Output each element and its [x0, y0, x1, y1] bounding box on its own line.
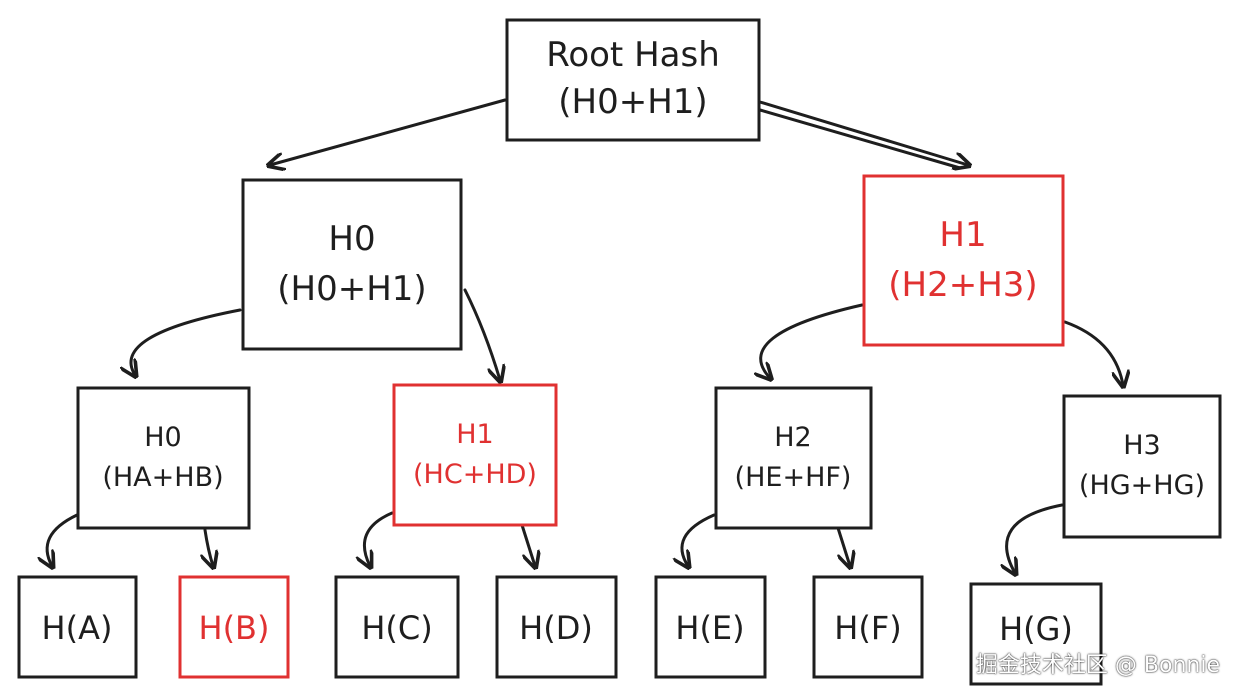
- node-title: H1: [939, 215, 986, 255]
- leaf-node-e: H(E): [654, 575, 767, 679]
- node-title: H(A): [42, 609, 113, 647]
- node-title: H2: [774, 422, 811, 453]
- edge-h0-to-l2-h1: [463, 288, 500, 380]
- node-title: H3: [1123, 430, 1160, 461]
- leaf-node-g: H(G): [969, 582, 1103, 686]
- h3-level2-node: H3 (HG+HG): [1062, 394, 1222, 539]
- node-subtitle: (HE+HF): [735, 462, 852, 493]
- edge-l2-h1-to-leaf-d: [520, 523, 535, 566]
- leaf-node-b: H(B): [178, 575, 290, 679]
- node-title: H(D): [519, 609, 593, 647]
- node-subtitle: (H0+H1): [558, 82, 707, 122]
- node-title: H(E): [675, 609, 744, 647]
- edge-l2-h2-to-leaf-e: [682, 513, 716, 566]
- h1-level1-node: H1 (H2+H3): [862, 174, 1065, 347]
- node-title: H(F): [834, 609, 901, 647]
- leaf-node-c: H(C): [334, 575, 460, 679]
- edge-h1-to-l2-h3: [1063, 320, 1123, 385]
- node-title: H0: [328, 219, 375, 259]
- node-subtitle: (HA+HB): [102, 462, 223, 493]
- h2-level2-node: H2 (HE+HF): [714, 386, 873, 530]
- leaf-node-d: H(D): [495, 575, 618, 679]
- edge-l2-h1-to-leaf-c: [364, 511, 394, 566]
- leaf-node-a: H(A): [17, 575, 138, 679]
- root-hash-node: Root Hash (H0+H1): [505, 18, 761, 142]
- node-subtitle: (HC+HD): [413, 459, 537, 490]
- node-subtitle: (H2+H3): [888, 265, 1037, 305]
- edge-h1-to-l2-h2: [761, 303, 864, 378]
- node-title: H(G): [999, 610, 1073, 648]
- edge-h0-to-l2-h0: [131, 308, 242, 375]
- node-title: H(B): [199, 609, 270, 647]
- node-subtitle: (HG+HG): [1079, 470, 1205, 501]
- node-subtitle: (H0+H1): [277, 269, 426, 309]
- node-title: Root Hash: [546, 35, 720, 75]
- edge-root-to-h1: [758, 100, 968, 168]
- edge-root-to-h0: [270, 98, 507, 165]
- h0-level1-node: H0 (H0+H1): [241, 178, 463, 351]
- node-title: H0: [144, 422, 181, 453]
- watermark-text: 掘金技术社区 @ Bonnie: [975, 653, 1220, 678]
- leaf-node-f: H(F): [812, 575, 924, 679]
- node-title: H(C): [361, 609, 432, 647]
- edge-l2-h0-to-leaf-a: [47, 513, 79, 566]
- node-title: H1: [456, 419, 493, 450]
- h0-level2-node: H0 (HA+HB): [76, 386, 251, 530]
- h1-level2-node: H1 (HC+HD): [392, 383, 558, 527]
- edge-l2-h3-to-leaf-g: [1007, 503, 1064, 573]
- edge-l2-h0-to-leaf-b: [205, 528, 213, 566]
- edge-l2-h2-to-leaf-f: [836, 526, 850, 566]
